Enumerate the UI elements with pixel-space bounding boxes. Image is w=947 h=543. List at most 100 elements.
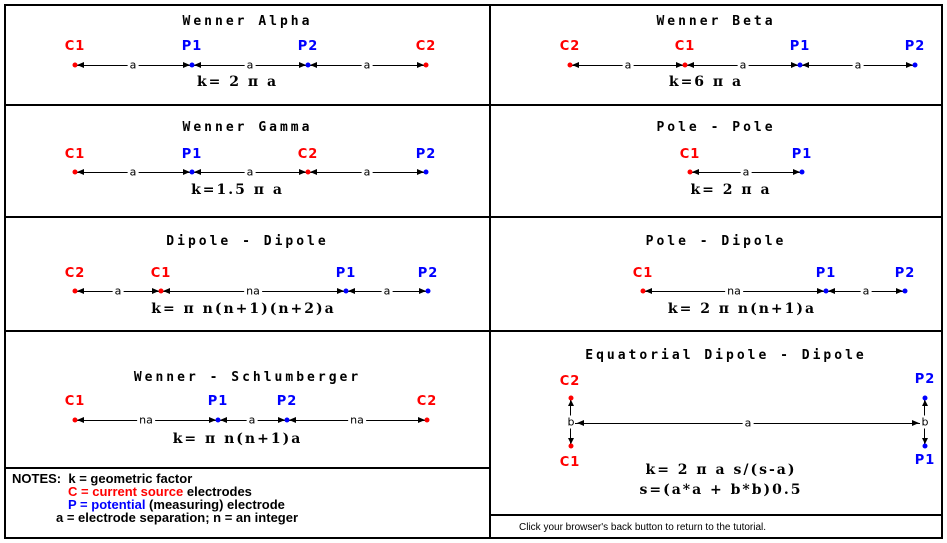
spacing-label: a [127,58,139,72]
electrode-dot-p1 [343,288,349,294]
electrode-label-c1: C1 [64,147,86,162]
arrow-right-icon [209,417,216,423]
arrow-left-icon [572,62,579,68]
panel-pole-dipole: Pole - Dipole C1 P1 P2 na a k= 2 π n(n+1… [491,218,941,330]
electrode-dot-p2 [902,288,908,294]
panel-dipole-dipole: Dipole - Dipole C2 C1 P1 P2 a na a k= π … [6,218,489,330]
spacing-label: a [622,58,634,72]
arrow-right-icon [906,62,913,68]
geometric-factor-formula: k= 2 π a [690,182,772,198]
arrow-left-icon [194,169,201,175]
arrow-left-icon [220,417,227,423]
electrode-dot-c1 [640,288,646,294]
arrow-right-icon [183,62,190,68]
spacing-label: a [742,416,754,430]
arrow-left-icon [163,288,170,294]
spacing-label: na [725,284,743,298]
row-divider-footer [489,514,943,516]
notes-line-1: NOTES: k = geometric factor [12,472,298,485]
arrow-left-icon [692,169,699,175]
arrow-right-icon [676,62,683,68]
electrode-dot-c1 [687,169,693,175]
arrow-right-icon [418,417,425,423]
spacing-label: a [127,165,139,179]
notes-current-source: current source [92,484,184,499]
arrow-left-icon [289,417,296,423]
arrow-left-icon [577,420,584,426]
electrode-dot-c2 [72,288,78,294]
electrode-label-p2: P2 [297,39,319,54]
spacing-label: na [348,413,366,427]
arrow-right-icon [817,288,824,294]
notes-c-prefix: C = [68,484,93,499]
notes-p-suffix: (measuring) electrode [145,497,285,512]
spacing-label: a [112,284,124,298]
electrode-label-p1: P1 [207,394,229,409]
electrode-label-c1: C1 [150,266,172,281]
electrode-dot-p2 [305,62,311,68]
panel-title: Pole - Dipole [645,234,787,249]
arrow-right-icon [152,288,159,294]
electrode-dot-p1 [189,169,195,175]
arrow-right-icon [337,288,344,294]
electrode-label-p1: P1 [791,147,813,162]
electrode-label-p2: P2 [417,266,439,281]
arrow-right-icon [419,288,426,294]
arrow-left-icon [310,62,317,68]
outer-frame [4,4,943,539]
panel-title: Equatorial Dipole - Dipole [585,348,867,363]
electrode-label-p2: P2 [276,394,298,409]
row-divider-1 [4,104,943,106]
electrode-label-c1: C1 [679,147,701,162]
electrode-dot-p1 [922,443,928,449]
electrode-dot-p1 [797,62,803,68]
spacing-label: a [361,165,373,179]
panel-wenner-schlumberger: Wenner - Schlumberger C1 P1 P2 C2 na a n… [6,332,489,467]
arrow-down-icon [922,438,928,444]
spacing-label: a [737,58,749,72]
spacing-label: a [860,284,872,298]
panel-equatorial-dipole-dipole: Equatorial Dipole - Dipole C2 P2 C1 P1 b… [491,332,941,514]
panel-title: Pole - Pole [656,120,776,135]
spacing-label: a [244,58,256,72]
notes-heading: NOTES: [12,471,62,486]
spacing-label: a [852,58,864,72]
notes-block: NOTES: k = geometric factor C = current … [12,472,298,524]
arrow-left-icon [687,62,694,68]
electrode-label-p2: P2 [904,39,926,54]
row-divider-notes [4,467,490,469]
electrode-label-c2: C2 [415,39,437,54]
electrode-label-p1: P1 [789,39,811,54]
arrow-left-icon [310,169,317,175]
electrode-label-c2: C2 [416,394,438,409]
notes-line-3: P = potential (measuring) electrode [12,498,298,511]
spacing-label: a [244,165,256,179]
notes-p-prefix: P = [68,497,92,512]
electrode-dot-p2 [423,169,429,175]
arrow-left-icon [77,417,84,423]
back-instruction: Click your browser's back button to retu… [519,522,767,533]
notes-k-definition: k = geometric factor [68,471,193,486]
electrode-label-c1: C1 [64,394,86,409]
spacing-label: b [565,415,577,429]
geometric-factor-formula: k=1.5 π a [191,182,284,198]
geometric-factor-formula: k= 2 π n(n+1)a [667,301,817,317]
electrode-dot-c2 [424,417,430,423]
arrow-right-icon [183,169,190,175]
electrode-dot-c1 [682,62,688,68]
electrode-dot-c2 [567,62,573,68]
arrow-left-icon [828,288,835,294]
geometric-factor-formula: k=6 π a [668,74,744,90]
notes-line-2: C = current source electrodes [12,485,298,498]
notes-a-definition: a = electrode separation; n = an integer [56,510,299,525]
electrode-label-p1: P1 [914,453,936,468]
electrode-label-c1: C1 [559,455,581,470]
electrode-label-c2: C2 [297,147,319,162]
arrow-left-icon [645,288,652,294]
electrode-label-c2: C2 [559,39,581,54]
electrode-dot-c1 [568,443,574,449]
spacing-label: a [740,165,752,179]
notes-c-suffix: electrodes [183,484,252,499]
electrode-dot-c1 [158,288,164,294]
geometric-factor-formula: k= 2 π a s/(s-a) [645,462,797,478]
